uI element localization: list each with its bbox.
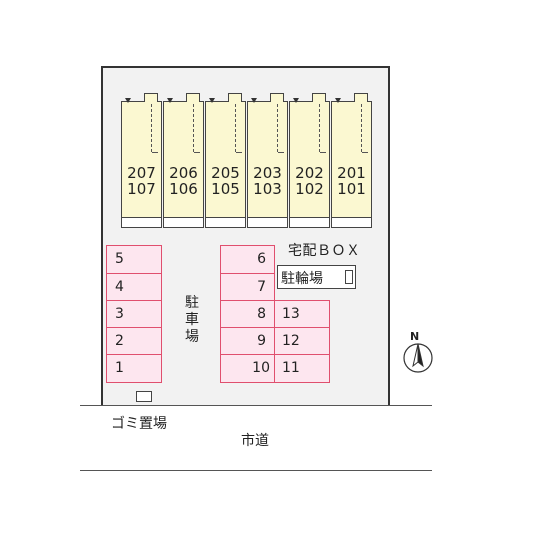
unit-upper-number: 202 xyxy=(295,164,324,182)
unit-lower-number: 107 xyxy=(127,180,156,198)
bike-parking-area xyxy=(277,265,356,289)
parking-label: 駐車場 xyxy=(185,295,199,345)
parking-slot-4: 4 xyxy=(106,273,162,301)
unit-lower-number: 105 xyxy=(211,180,240,198)
bike-parking-label: 駐輪場 xyxy=(281,271,323,287)
parking-slot-3: 3 xyxy=(106,300,162,328)
north-arrow-icon xyxy=(403,343,433,373)
parking-slot-6: 6 xyxy=(220,245,275,274)
unit-upper-number: 206 xyxy=(169,164,198,182)
parking-slot-5: 5 xyxy=(106,245,162,274)
parking-slot-12: 12 xyxy=(274,327,330,355)
parking-slot-2: 2 xyxy=(106,327,162,355)
unit-upper-number: 203 xyxy=(253,164,282,182)
unit-lower-number: 101 xyxy=(337,180,366,198)
unit-upper-number: 205 xyxy=(211,164,240,182)
garbage-box-icon xyxy=(136,391,152,402)
north-label: N xyxy=(410,330,420,343)
parking-slot-1: 1 xyxy=(106,354,162,383)
garbage-label: ゴミ置場 xyxy=(111,416,167,432)
road-edge-top xyxy=(80,405,432,406)
road-edge-bottom xyxy=(80,470,432,471)
unit-upper-number: 201 xyxy=(337,164,366,182)
delivery-box-label: 宅配ＢＯＸ xyxy=(288,243,361,259)
unit-lower-number: 106 xyxy=(169,180,198,198)
parking-slot-8: 8 xyxy=(220,300,275,328)
unit-lower-number: 103 xyxy=(253,180,282,198)
parking-slot-9: 9 xyxy=(220,327,275,355)
delivery-box-icon xyxy=(345,270,353,284)
road-label: 市道 xyxy=(241,433,269,449)
parking-slot-10: 10 xyxy=(220,354,275,383)
parking-slot-13: 13 xyxy=(274,300,330,328)
unit-upper-number: 207 xyxy=(127,164,156,182)
parking-slot-7: 7 xyxy=(220,273,275,301)
unit-lower-number: 102 xyxy=(295,180,324,198)
parking-slot-11: 11 xyxy=(274,354,330,383)
